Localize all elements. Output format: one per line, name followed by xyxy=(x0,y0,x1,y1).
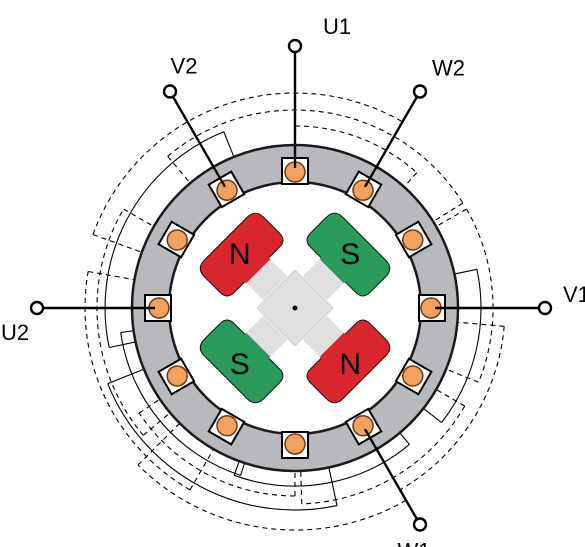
pole-label: S xyxy=(340,238,360,271)
coil-arc xyxy=(441,269,482,423)
stator-slots xyxy=(144,157,446,459)
terminal-point xyxy=(287,38,303,54)
terminal-label: U1 xyxy=(323,14,351,39)
conductor xyxy=(284,433,306,455)
conductor xyxy=(402,229,424,251)
lead-wire xyxy=(168,90,227,188)
coil-end xyxy=(435,389,465,407)
terminal-point xyxy=(162,84,178,99)
coil-end xyxy=(454,268,478,275)
coil-end xyxy=(432,202,464,223)
coil-end xyxy=(92,233,142,253)
coil-end xyxy=(107,368,145,385)
coil-end xyxy=(88,270,135,281)
coil-arc xyxy=(92,92,403,235)
pole-shoe xyxy=(199,212,284,297)
coil-arc xyxy=(96,208,144,436)
coil-end xyxy=(457,321,505,327)
coil-end xyxy=(399,432,410,445)
coil-arc xyxy=(167,109,464,204)
rotor: N S S N xyxy=(199,212,391,404)
terminal-point xyxy=(412,84,428,99)
coil-end xyxy=(120,330,134,334)
coil-end xyxy=(167,155,191,184)
pole-label: N xyxy=(339,348,361,381)
terminal-label: W2 xyxy=(432,56,465,81)
coil-arc xyxy=(233,443,410,487)
pole-neck xyxy=(319,332,351,364)
pole-neck xyxy=(319,252,351,284)
stator-slot xyxy=(394,220,433,259)
stator-slot xyxy=(281,431,309,459)
coil-end xyxy=(240,462,246,476)
terminal-label: U2 xyxy=(1,320,29,345)
lead-wire xyxy=(363,90,422,188)
terminal-label: V1 xyxy=(563,282,585,307)
coil-end xyxy=(223,131,235,158)
pole-neck xyxy=(239,252,271,284)
coil-end xyxy=(123,208,155,227)
stator-slot xyxy=(207,170,246,209)
coil-end xyxy=(435,208,467,227)
rotor-shaft xyxy=(292,305,298,311)
stator-slot xyxy=(144,294,172,322)
terminal-point xyxy=(412,517,428,532)
coil-arc xyxy=(138,412,296,497)
pole-label: S xyxy=(230,348,250,381)
conductor xyxy=(166,365,188,387)
stator-slot xyxy=(157,220,196,259)
coil-end xyxy=(403,172,418,188)
coil-end xyxy=(137,422,181,466)
pole-label: N xyxy=(229,238,251,271)
stator-slot xyxy=(344,407,383,446)
coil-arc xyxy=(84,271,191,491)
coil-arc xyxy=(137,464,407,531)
stator-slot xyxy=(418,294,446,322)
coil-arc xyxy=(301,405,466,505)
pole-shoe xyxy=(306,319,391,404)
coil-arc xyxy=(399,326,505,491)
coil-end xyxy=(142,412,171,436)
rotor-pole xyxy=(302,212,391,301)
stator-slot xyxy=(207,407,246,446)
conductor xyxy=(166,229,188,251)
coil-arc xyxy=(107,383,338,511)
lead-wire xyxy=(363,428,422,526)
coil-arc xyxy=(294,125,418,174)
coil-end xyxy=(189,448,214,491)
terminal-point xyxy=(537,300,553,316)
terminal-label: W1 xyxy=(398,539,431,547)
terminal-point xyxy=(29,300,45,316)
terminal-label: V2 xyxy=(171,54,198,79)
coil-arc xyxy=(104,131,225,348)
pole-shoe xyxy=(306,212,391,297)
terminal-leads: U1W2V1W1 U2 V2 xyxy=(1,14,585,547)
coil-end xyxy=(300,470,303,504)
pole-neck xyxy=(239,332,271,364)
stator-slot xyxy=(394,357,433,396)
coil-end xyxy=(423,407,442,423)
pole-shoe xyxy=(199,319,284,404)
stator-slot xyxy=(157,357,196,396)
coil-end xyxy=(138,398,161,414)
conductor xyxy=(216,415,238,437)
coil-end xyxy=(445,368,479,383)
coil-arc xyxy=(466,208,494,383)
conductor xyxy=(402,365,424,387)
